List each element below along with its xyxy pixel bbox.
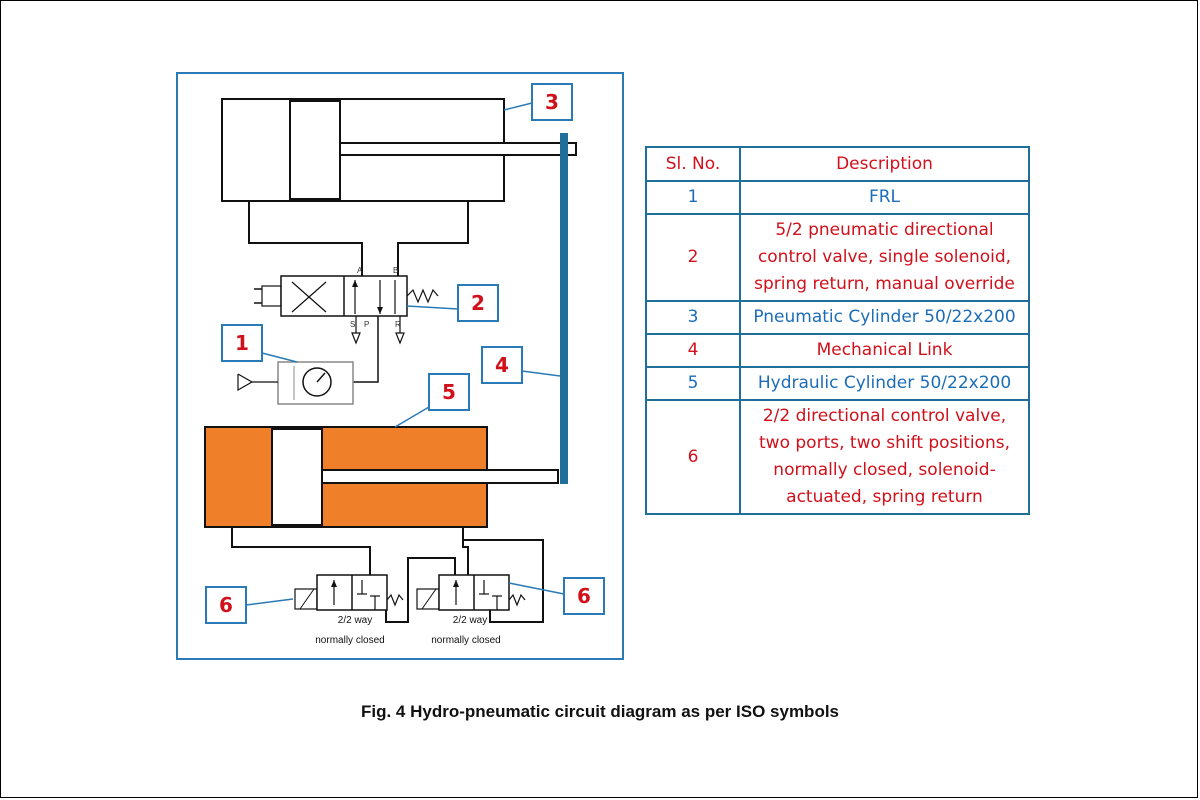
mechanical-link <box>560 133 568 484</box>
svg-text:4: 4 <box>495 353 509 377</box>
row-description: Mechanical Link <box>739 333 1030 368</box>
table-row: 4 Mechanical Link <box>645 333 1030 368</box>
callout-3: 3 <box>503 83 573 121</box>
pneumatic-lines <box>248 201 469 276</box>
hydraulic-piston <box>271 428 323 526</box>
hydraulic-piston-rod <box>321 469 559 484</box>
row-description: Hydraulic Cylinder 50/22x200 <box>739 366 1030 401</box>
hydraulic-lines <box>231 527 544 623</box>
table-row: 2 5/2 pneumatic directional control valv… <box>645 213 1030 302</box>
table-header-row: Sl. No. Description <box>645 146 1030 182</box>
valve-label-left-2: normally closed <box>315 635 384 646</box>
table-row: 3 Pneumatic Cylinder 50/22x200 <box>645 300 1030 335</box>
row-description: FRL <box>739 180 1030 215</box>
callout-6-right: 6 <box>508 577 605 615</box>
header-description: Description <box>739 146 1030 182</box>
svg-text:6: 6 <box>577 584 591 608</box>
row-description: 2/2 directional control valve, two ports… <box>739 399 1030 515</box>
port-label-b: B <box>393 266 398 275</box>
callout-2: 2 <box>406 284 499 322</box>
port-label-p: P <box>364 320 369 329</box>
callout-6-left: 6 <box>205 586 294 624</box>
supply-line <box>353 316 379 383</box>
valve-label-right-2: normally closed <box>431 635 500 646</box>
directional-valve-5-2: A B P R S <box>254 266 439 345</box>
figure-caption: Fig. 4 Hydro-pneumatic circuit diagram a… <box>360 702 840 721</box>
diagram-frame <box>176 72 624 660</box>
svg-text:2: 2 <box>471 291 485 315</box>
row-number: 1 <box>645 180 741 215</box>
row-number: 4 <box>645 333 741 368</box>
row-number: 5 <box>645 366 741 401</box>
pneumatic-piston <box>289 100 341 200</box>
callout-1: 1 <box>221 324 298 363</box>
row-number: 3 <box>645 300 741 335</box>
port-label-s: S <box>350 320 355 329</box>
on-off-valve-right: 2/2 way normally closed <box>416 574 526 646</box>
valve-label-right-1: 2/2 way <box>453 615 487 626</box>
svg-text:5: 5 <box>442 380 456 404</box>
row-number: 6 <box>645 399 741 515</box>
svg-text:6: 6 <box>219 593 233 617</box>
table-row: 6 2/2 directional control valve, two por… <box>645 399 1030 515</box>
component-description-table: Sl. No. Description 1 FRL 2 5/2 pneumati… <box>645 146 1030 515</box>
on-off-valve-left: 2/2 way normally closed <box>294 574 404 646</box>
port-label-r: R <box>395 320 401 329</box>
callout-5: 5 <box>394 373 470 428</box>
hydraulic-cylinder <box>204 426 559 528</box>
pneumatic-cylinder <box>221 98 577 202</box>
header-sl-no: Sl. No. <box>645 146 741 182</box>
svg-text:1: 1 <box>235 331 249 355</box>
frl-unit <box>237 361 354 405</box>
table-row: 1 FRL <box>645 180 1030 215</box>
callout-4: 4 <box>481 346 561 384</box>
row-number: 2 <box>645 213 741 302</box>
table-row: 5 Hydraulic Cylinder 50/22x200 <box>645 366 1030 401</box>
row-description: 5/2 pneumatic directional control valve,… <box>739 213 1030 302</box>
svg-text:3: 3 <box>545 90 559 114</box>
port-label-a: A <box>357 266 363 275</box>
valve-label-left-1: 2/2 way <box>338 615 372 626</box>
row-description: Pneumatic Cylinder 50/22x200 <box>739 300 1030 335</box>
pneumatic-piston-rod <box>339 142 577 156</box>
